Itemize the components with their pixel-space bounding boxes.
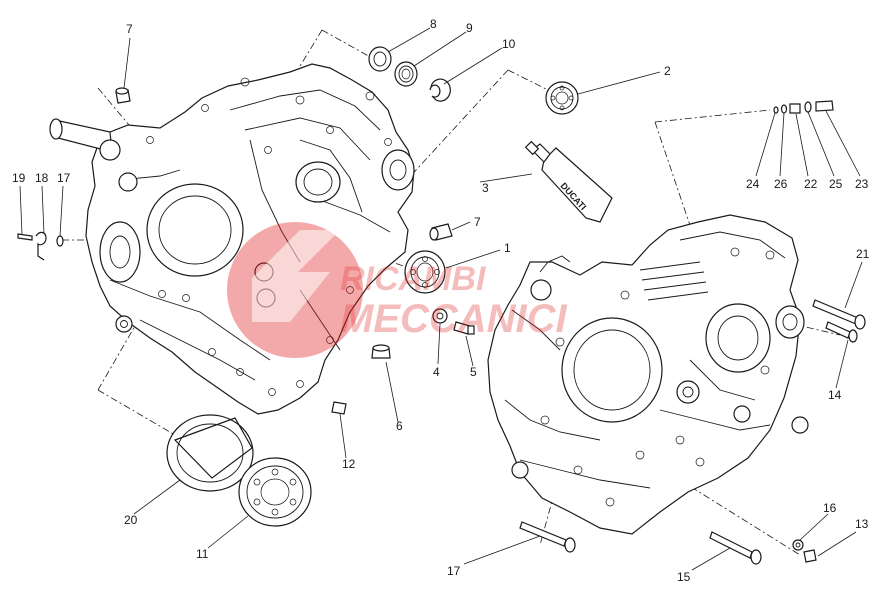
needle-bearing — [394, 61, 418, 87]
callout-17: 17 — [447, 564, 461, 578]
screw-13 — [803, 549, 817, 563]
callout-20: 19 — [12, 171, 26, 185]
bushing — [166, 414, 254, 492]
sensor-bracket-parts — [17, 231, 64, 261]
oil-seal — [368, 46, 392, 72]
callout-12: 12 — [342, 457, 356, 471]
callout-labels: 7 8 9 10 2 3 7 1 4 5 6 12 20 11 19 18 17… — [12, 17, 870, 584]
callout-19: 18 — [35, 171, 49, 185]
callout-3: 3 — [482, 181, 489, 195]
callout-4: 4 — [433, 365, 440, 379]
callout-18: 17 — [57, 171, 71, 185]
washer — [432, 308, 448, 324]
callout-11: 11 — [196, 547, 209, 561]
ball-bearing-large — [238, 457, 312, 527]
circlip — [429, 78, 451, 102]
dowel-pin-right — [429, 223, 453, 241]
watermark-line2: MECCANICI — [340, 297, 568, 341]
callout-7a: 7 — [126, 22, 133, 36]
sealant-tube: DUCATI — [524, 140, 613, 223]
ball-bearing-main — [404, 250, 446, 294]
ball-bearing-small — [545, 81, 579, 115]
callout-25: 24 — [746, 177, 760, 191]
watermark-line1: RICAMBI — [340, 260, 487, 298]
callout-26: 25 — [829, 177, 843, 191]
bolt-14 — [825, 321, 858, 343]
callout-7b: 7 — [474, 215, 481, 229]
callout-24: 23 — [855, 177, 869, 191]
watermark-logo: RICAMBI MECCANICI — [227, 222, 568, 358]
callout-27: 26 — [774, 177, 788, 191]
callout-5: 5 — [470, 365, 477, 379]
bolt-15 — [709, 531, 762, 565]
callout-22: 21 — [856, 247, 870, 261]
callout-14: 14 — [828, 388, 842, 402]
stud — [331, 401, 347, 415]
washer-16 — [792, 539, 804, 551]
callout-23: 22 — [804, 177, 818, 191]
right-crankcase — [487, 214, 809, 535]
sensor-assembly — [773, 100, 834, 114]
callout-2: 2 — [664, 64, 671, 78]
screw — [453, 321, 475, 335]
callout-16: 16 — [823, 501, 837, 515]
bolt-17 — [519, 521, 576, 553]
callout-13: 13 — [855, 517, 869, 531]
callout-10: 10 — [502, 37, 516, 51]
left-crankcase — [49, 63, 415, 415]
dowel-pin-top — [115, 87, 131, 104]
bolt-22 — [812, 299, 866, 330]
callout-15: 15 — [677, 570, 691, 584]
callout-6: 6 — [396, 419, 403, 433]
drain-plug — [371, 344, 391, 359]
leader-lines — [19, 27, 863, 571]
callout-8: 8 — [430, 17, 437, 31]
callout-9: 9 — [466, 21, 473, 35]
callout-1: 1 — [504, 241, 511, 255]
callout-21: 20 — [124, 513, 138, 527]
